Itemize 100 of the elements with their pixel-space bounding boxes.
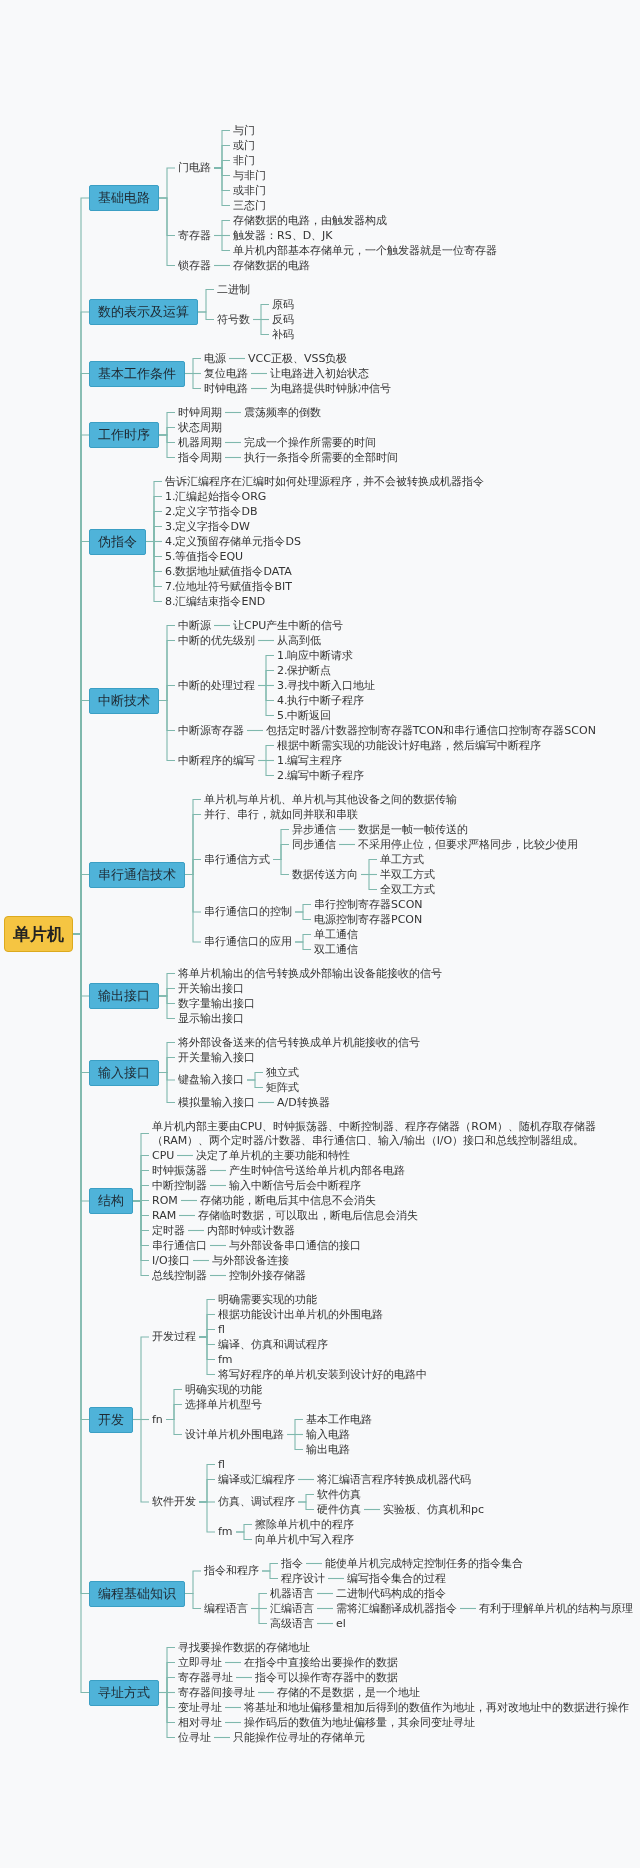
connector-line	[297, 1501, 315, 1511]
connector-line	[224, 456, 242, 459]
topic-label: 变址寻址	[175, 1700, 225, 1715]
topic-label: 键盘输入接口	[175, 1073, 247, 1087]
topic-label: 能使单片机完成特定控制任务的指令集合	[322, 1556, 526, 1571]
connector-line	[209, 1274, 227, 1277]
topic-label: 输出电路	[303, 1442, 353, 1457]
connector-line	[224, 1721, 242, 1724]
topic-label: fm	[215, 1352, 236, 1367]
topic-label: 输入电路	[303, 1427, 353, 1442]
connector-line	[257, 1691, 275, 1694]
topic-label: 寄存器寻址	[175, 1670, 236, 1685]
topic-label: 时钟电路	[201, 381, 251, 396]
topic-label: 半双工方式	[377, 867, 438, 882]
branch-topic-box: 输出接口	[89, 983, 159, 1009]
topic-label: 模拟量输入接口	[175, 1095, 258, 1110]
topic-label: 串行通信口的控制	[201, 905, 295, 919]
topic-label: 中断源	[175, 618, 214, 633]
connector-line	[198, 1501, 216, 1533]
topic-label: 擦除单片机中的程序	[252, 1517, 357, 1532]
connector-line	[192, 1259, 210, 1262]
topic-label: 立即寻址	[175, 1655, 225, 1670]
topic-label: 独立式	[263, 1065, 302, 1080]
connector-line	[197, 311, 215, 321]
connector-line	[158, 197, 176, 267]
topic-label: 程序设计	[278, 1571, 328, 1586]
topic-label: 中断的处理过程	[175, 678, 258, 693]
topic-label: el	[333, 1616, 349, 1631]
topic-label: 电源	[201, 351, 229, 366]
topic-label: 4.执行中断子程序	[274, 693, 368, 708]
connector-line	[228, 357, 246, 360]
topic-label: 三态门	[230, 198, 269, 213]
branch-topic-box: 开发	[89, 1406, 133, 1433]
topic-label: 将基址和地址偏移量相加后得到的数值作为地址，再对改地址中的数据进行操作	[241, 1700, 632, 1715]
connector-line	[250, 372, 268, 375]
connector-line	[213, 1736, 231, 1739]
branch-topic-box: 编程基础知识	[89, 1580, 185, 1607]
branch-topic-box: 串行通信技术	[89, 861, 185, 888]
topic-label: 与门	[230, 123, 258, 138]
connector-line	[316, 1622, 334, 1625]
topic-label: 单片机与单片机、单片机与其他设备之间的数据传输	[201, 792, 460, 807]
connector-line	[180, 1199, 198, 1202]
topic-label: 同步通信	[289, 837, 339, 852]
topic-label: 时钟振荡器	[149, 1163, 210, 1178]
connector-line	[250, 1607, 268, 1625]
connector-line	[213, 624, 231, 627]
connector-line	[286, 1433, 304, 1451]
topic-label: 串行通信口	[149, 1238, 210, 1253]
connector-line	[165, 1418, 183, 1436]
topic-label: 与外部设备串口通信的接口	[226, 1238, 364, 1253]
topic-label: 补码	[269, 327, 297, 342]
topic-label: 并行、串行，就如同并联和串联	[201, 807, 361, 822]
topic-label: 让CPU产生中断的信号	[230, 618, 347, 633]
branch-topic-box: 输入接口	[89, 1059, 159, 1086]
topic-label: 明确需要实现的功能	[215, 1292, 320, 1307]
topic-label: 锁存器	[175, 258, 214, 273]
connector-line	[158, 699, 176, 762]
topic-label: 汇编语言	[267, 1601, 317, 1616]
connector-line	[235, 1676, 253, 1679]
topic-label: 存储数据的电路，由触发器构成	[230, 213, 390, 228]
central-topic-box: 单片机	[4, 916, 73, 952]
branch-topic-box: 结构	[89, 1188, 133, 1214]
topic-label: 二进制	[214, 282, 253, 297]
topic-label: 将外部设备送来的信号转换成单片机能接收的信号	[175, 1035, 423, 1050]
topic-label: 存储临时数据，可以取出，断电后信息会消失	[195, 1208, 421, 1223]
topic-label: 编写指令集合的过程	[344, 1571, 449, 1586]
topic-label: 单工通信	[311, 927, 361, 942]
topic-label: 硬件仿真	[314, 1502, 364, 1517]
topic-label: 实验板、仿真机和pc	[380, 1502, 488, 1517]
connector-line	[316, 1592, 334, 1595]
topic-label: 5.等值指令EQU	[162, 549, 247, 564]
topic-label: 8.汇编结束指令END	[162, 594, 269, 609]
topic-label: 触发器：RS、D、JK	[230, 228, 336, 243]
connector-line	[297, 1478, 315, 1481]
topic-label: 串行通信方式	[201, 852, 273, 867]
connector-line	[235, 1531, 253, 1541]
topic-label: 寻找要操作数据的存储地址	[175, 1640, 313, 1655]
connector-line	[257, 639, 275, 642]
topic-label: 2.定义字节指令DB	[162, 504, 261, 519]
topic-label: I/O接口	[149, 1253, 193, 1268]
topic-label: 2.编写中断子程序	[274, 768, 368, 783]
topic-label: 非门	[230, 153, 258, 168]
topic-label: 3.寻找中断入口地址	[274, 678, 379, 693]
topic-label: 设计单片机外围电路	[182, 1427, 287, 1442]
topic-label: 或非门	[230, 183, 269, 198]
connector-line	[459, 1607, 477, 1610]
topic-label: 串行通信口的应用	[201, 935, 295, 949]
topic-label: 开关输出接口	[175, 981, 247, 996]
topic-label: 软件仿真	[314, 1487, 364, 1502]
topic-label: 异步通信	[289, 822, 339, 837]
topic-label: 开关量输入接口	[175, 1050, 258, 1065]
connector-line	[184, 372, 202, 390]
topic-label: 为电路提供时钟脉冲信号	[267, 381, 394, 396]
topic-label: 包括定时器/计数器控制寄存器TCON和串行通信口控制寄存器SCON	[263, 723, 599, 738]
topic-label: 内部时钟或计数器	[204, 1223, 298, 1238]
topic-label: 总线控制器	[149, 1268, 210, 1283]
topic-label: ROM	[149, 1193, 181, 1208]
topic-label: 明确实现的功能	[182, 1382, 265, 1397]
connector-line	[257, 684, 275, 717]
connector-line	[294, 941, 312, 951]
